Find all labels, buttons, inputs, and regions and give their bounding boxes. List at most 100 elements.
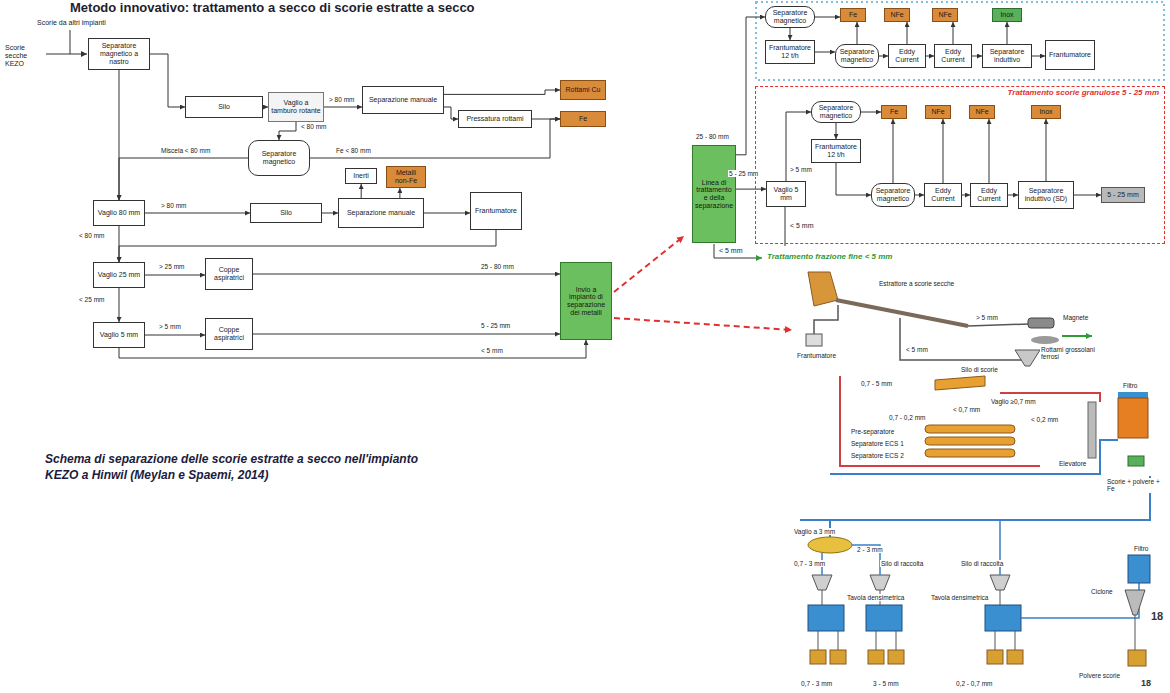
flow-connector [119, 288, 120, 322]
filter [1118, 392, 1148, 398]
box-label: Separatore magnetico [838, 48, 876, 63]
box-label: Frantumatore 12 t/h [814, 143, 858, 158]
box-label: Separazione manuale [365, 96, 441, 104]
output-box: NFe [932, 8, 958, 22]
destination-box: Invio a impianto di separazione dei meta… [560, 262, 612, 340]
bag [987, 650, 1003, 664]
flow-connector [399, 188, 400, 198]
annotation: Elevatore [1058, 460, 1087, 467]
box-label: Vaglio a tamburo rotante [271, 99, 321, 114]
bin [806, 334, 822, 346]
flow-label: > 80 mm [328, 96, 355, 103]
pipe [1135, 615, 1136, 650]
box-label: Separatore induttivo [985, 48, 1029, 63]
box-label: Pressatura rottami [461, 115, 529, 123]
annotation: Separatore ECS 1 [850, 440, 905, 447]
flow-label: 5 - 25 mm [480, 322, 511, 329]
flow-connector [361, 184, 362, 198]
magnetic-separator: Separatore magnetico [871, 183, 915, 207]
flow-connector [943, 119, 944, 183]
section-label: Trattamento frazione fine < 5 mm [766, 252, 893, 261]
destination-box: Linea di trattamento e della separazione [692, 145, 736, 243]
pipe [800, 476, 1150, 520]
flow-label: 25 - 80 mm [695, 133, 730, 140]
flow-connector [444, 90, 560, 94]
process-box: Frantumatore 12 t/h [811, 139, 861, 163]
output-arrow [1062, 335, 1092, 337]
flow-connector [1032, 56, 1045, 57]
bag [888, 650, 904, 664]
output-box: Fe [881, 105, 907, 119]
screen-box: Vaglio a tamburo rotante [268, 92, 324, 122]
flow-label: < 80 mm [300, 123, 327, 130]
process-box: Frantumatore [470, 192, 522, 230]
process-box: Coppe aspiratrici [205, 258, 253, 290]
figure-caption: Schema di separazione delle scorie estra… [45, 452, 440, 483]
filter [1128, 555, 1150, 583]
annotation: Scorie + polvere + Fe [1106, 478, 1166, 493]
annotation: Pre-separatore [850, 428, 895, 435]
separator [925, 425, 1015, 433]
annotation: Vaglio ≥0,7 mm [990, 398, 1037, 405]
output-box: Rottami Cu [560, 80, 606, 100]
process-box: Vaglio 5 mm [93, 322, 145, 348]
annotation: < 5 mm [789, 222, 815, 230]
chute [814, 305, 838, 334]
annotation: < 5 mm [905, 346, 929, 353]
flow-connector [857, 22, 858, 44]
bag [830, 650, 846, 664]
flow-connector [815, 52, 835, 53]
annotation: 0,2 - 0,7 mm [955, 680, 993, 687]
conveyor [968, 324, 1028, 326]
flow-label: > 5 mm [789, 166, 813, 173]
silo [990, 575, 1010, 590]
box-label: Frantumatore 12 t/h [768, 44, 812, 59]
box-label: Vaglio 5 mm [96, 331, 142, 339]
annotation: < 0,7 mm [952, 406, 981, 413]
flow-connector [926, 56, 934, 57]
annotation: Scorie secche KEZO [4, 44, 46, 68]
sieve [935, 376, 985, 390]
flow-connector [790, 28, 791, 40]
process-box: Eddy Current [924, 183, 962, 207]
process-box: Frantumatore [1045, 40, 1095, 70]
box-label: Separatore magnetico [814, 104, 858, 119]
flow-label: < 80 mm [78, 232, 105, 239]
process-box: Vaglio 80 mm [93, 200, 145, 226]
flow-connector [145, 213, 250, 214]
annotation: 0,7 - 0,2 mm [888, 414, 926, 421]
flow-connector [119, 70, 120, 200]
box-label: Vaglio 25 mm [96, 271, 142, 279]
output-box: Fe [840, 8, 866, 22]
annotation: Polvere scorie [1078, 672, 1121, 679]
flow-connector [972, 56, 982, 57]
flow-connector [424, 213, 470, 214]
fine-line [714, 244, 762, 258]
output-box: NFe [969, 105, 995, 119]
box-label: NFe [928, 108, 948, 116]
annotation: Estrattore a scorie secche [878, 280, 955, 287]
process-box: Separazione manuale [338, 198, 424, 228]
box-label: Trattamento scorie granulose 5 - 25 mm [761, 89, 1159, 98]
flow-label: < 25 mm [78, 296, 105, 303]
flow-connector [1008, 195, 1018, 196]
annotation: Silo di raccolta [880, 560, 924, 567]
flow-connector [145, 275, 205, 276]
output-box: Inox [992, 8, 1022, 22]
flow-connector [322, 213, 338, 214]
silo [1015, 350, 1040, 366]
flow-connector [836, 123, 837, 139]
conveyor [836, 300, 968, 326]
flow-label: > 80 mm [160, 202, 187, 209]
box-label: Separatore magnetico [251, 150, 307, 165]
bin [1128, 650, 1146, 666]
box-label: Coppe aspiratrici [208, 266, 250, 281]
process-box: Frantumatore 12 t/h [765, 40, 815, 64]
output-box: NFe [884, 8, 910, 22]
annotation: 3 - 5 mm [872, 680, 900, 687]
box-label: NFe [887, 11, 907, 19]
process-box: Vaglio 25 mm [93, 262, 145, 288]
box-label: Inerti [348, 172, 374, 180]
